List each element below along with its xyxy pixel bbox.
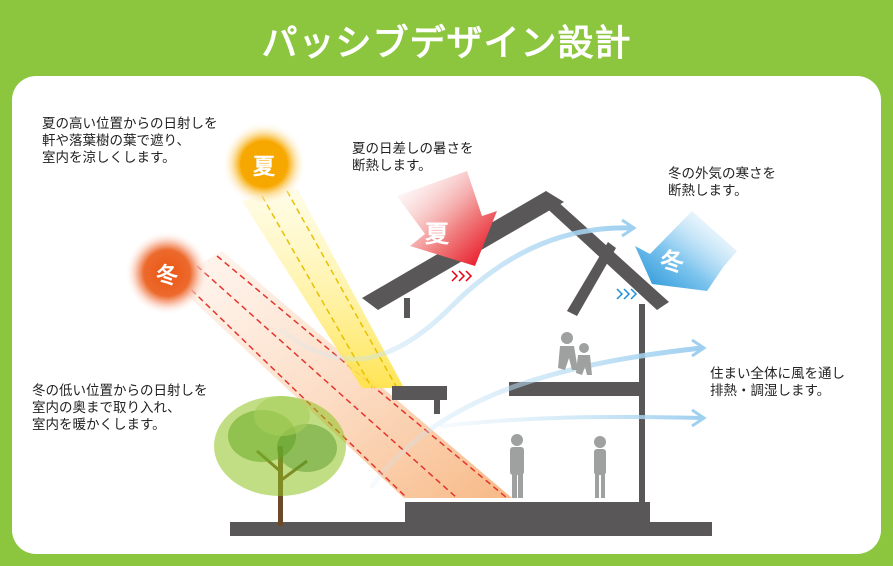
wind-note: 住まい全体に風を通し 排熱・調湿します。 — [710, 366, 845, 399]
winter-cold-note: 冬の外気の寒さを 断熱します。 — [668, 166, 776, 199]
page-title: パッシブデザイン設計 — [261, 23, 632, 64]
summer-heat-note: 夏の日差しの暑さを 断熱します。 — [352, 141, 474, 174]
winter-sun-icon — [125, 231, 209, 315]
summer-sun-beam — [242, 188, 404, 389]
winter-sun-beam — [172, 251, 512, 499]
diagram-panel: 夏 冬 夏 冬 夏の高い位置からの日射しを 軒や落葉樹の葉で遮り、 室内を涼しく… — [12, 76, 881, 554]
summer-heat-arrow — [397, 171, 497, 282]
tree-icon — [214, 396, 346, 526]
winter-arrow-label: 冬 — [660, 248, 684, 276]
person-icon — [510, 332, 606, 498]
summer-arrow-label: 夏 — [425, 220, 449, 248]
wind-arrowheads — [621, 218, 707, 428]
ground — [230, 502, 712, 536]
diagram-illustration — [125, 122, 737, 536]
wind-flows — [279, 225, 705, 489]
winter-cold-arrow — [616, 211, 737, 300]
winter-sun-note: 冬の低い位置からの日射しを 室内の奥まで取り入れ、 室内を暖かくします。 — [32, 383, 208, 433]
winter-sun-label: 冬 — [155, 264, 178, 289]
summer-sun-label: 夏 — [252, 155, 275, 180]
summer-sun-icon — [222, 122, 306, 206]
summer-sun-note: 夏の高い位置からの日射しを 軒や落葉樹の葉で遮り、 室内を涼しくします。 — [42, 116, 218, 166]
